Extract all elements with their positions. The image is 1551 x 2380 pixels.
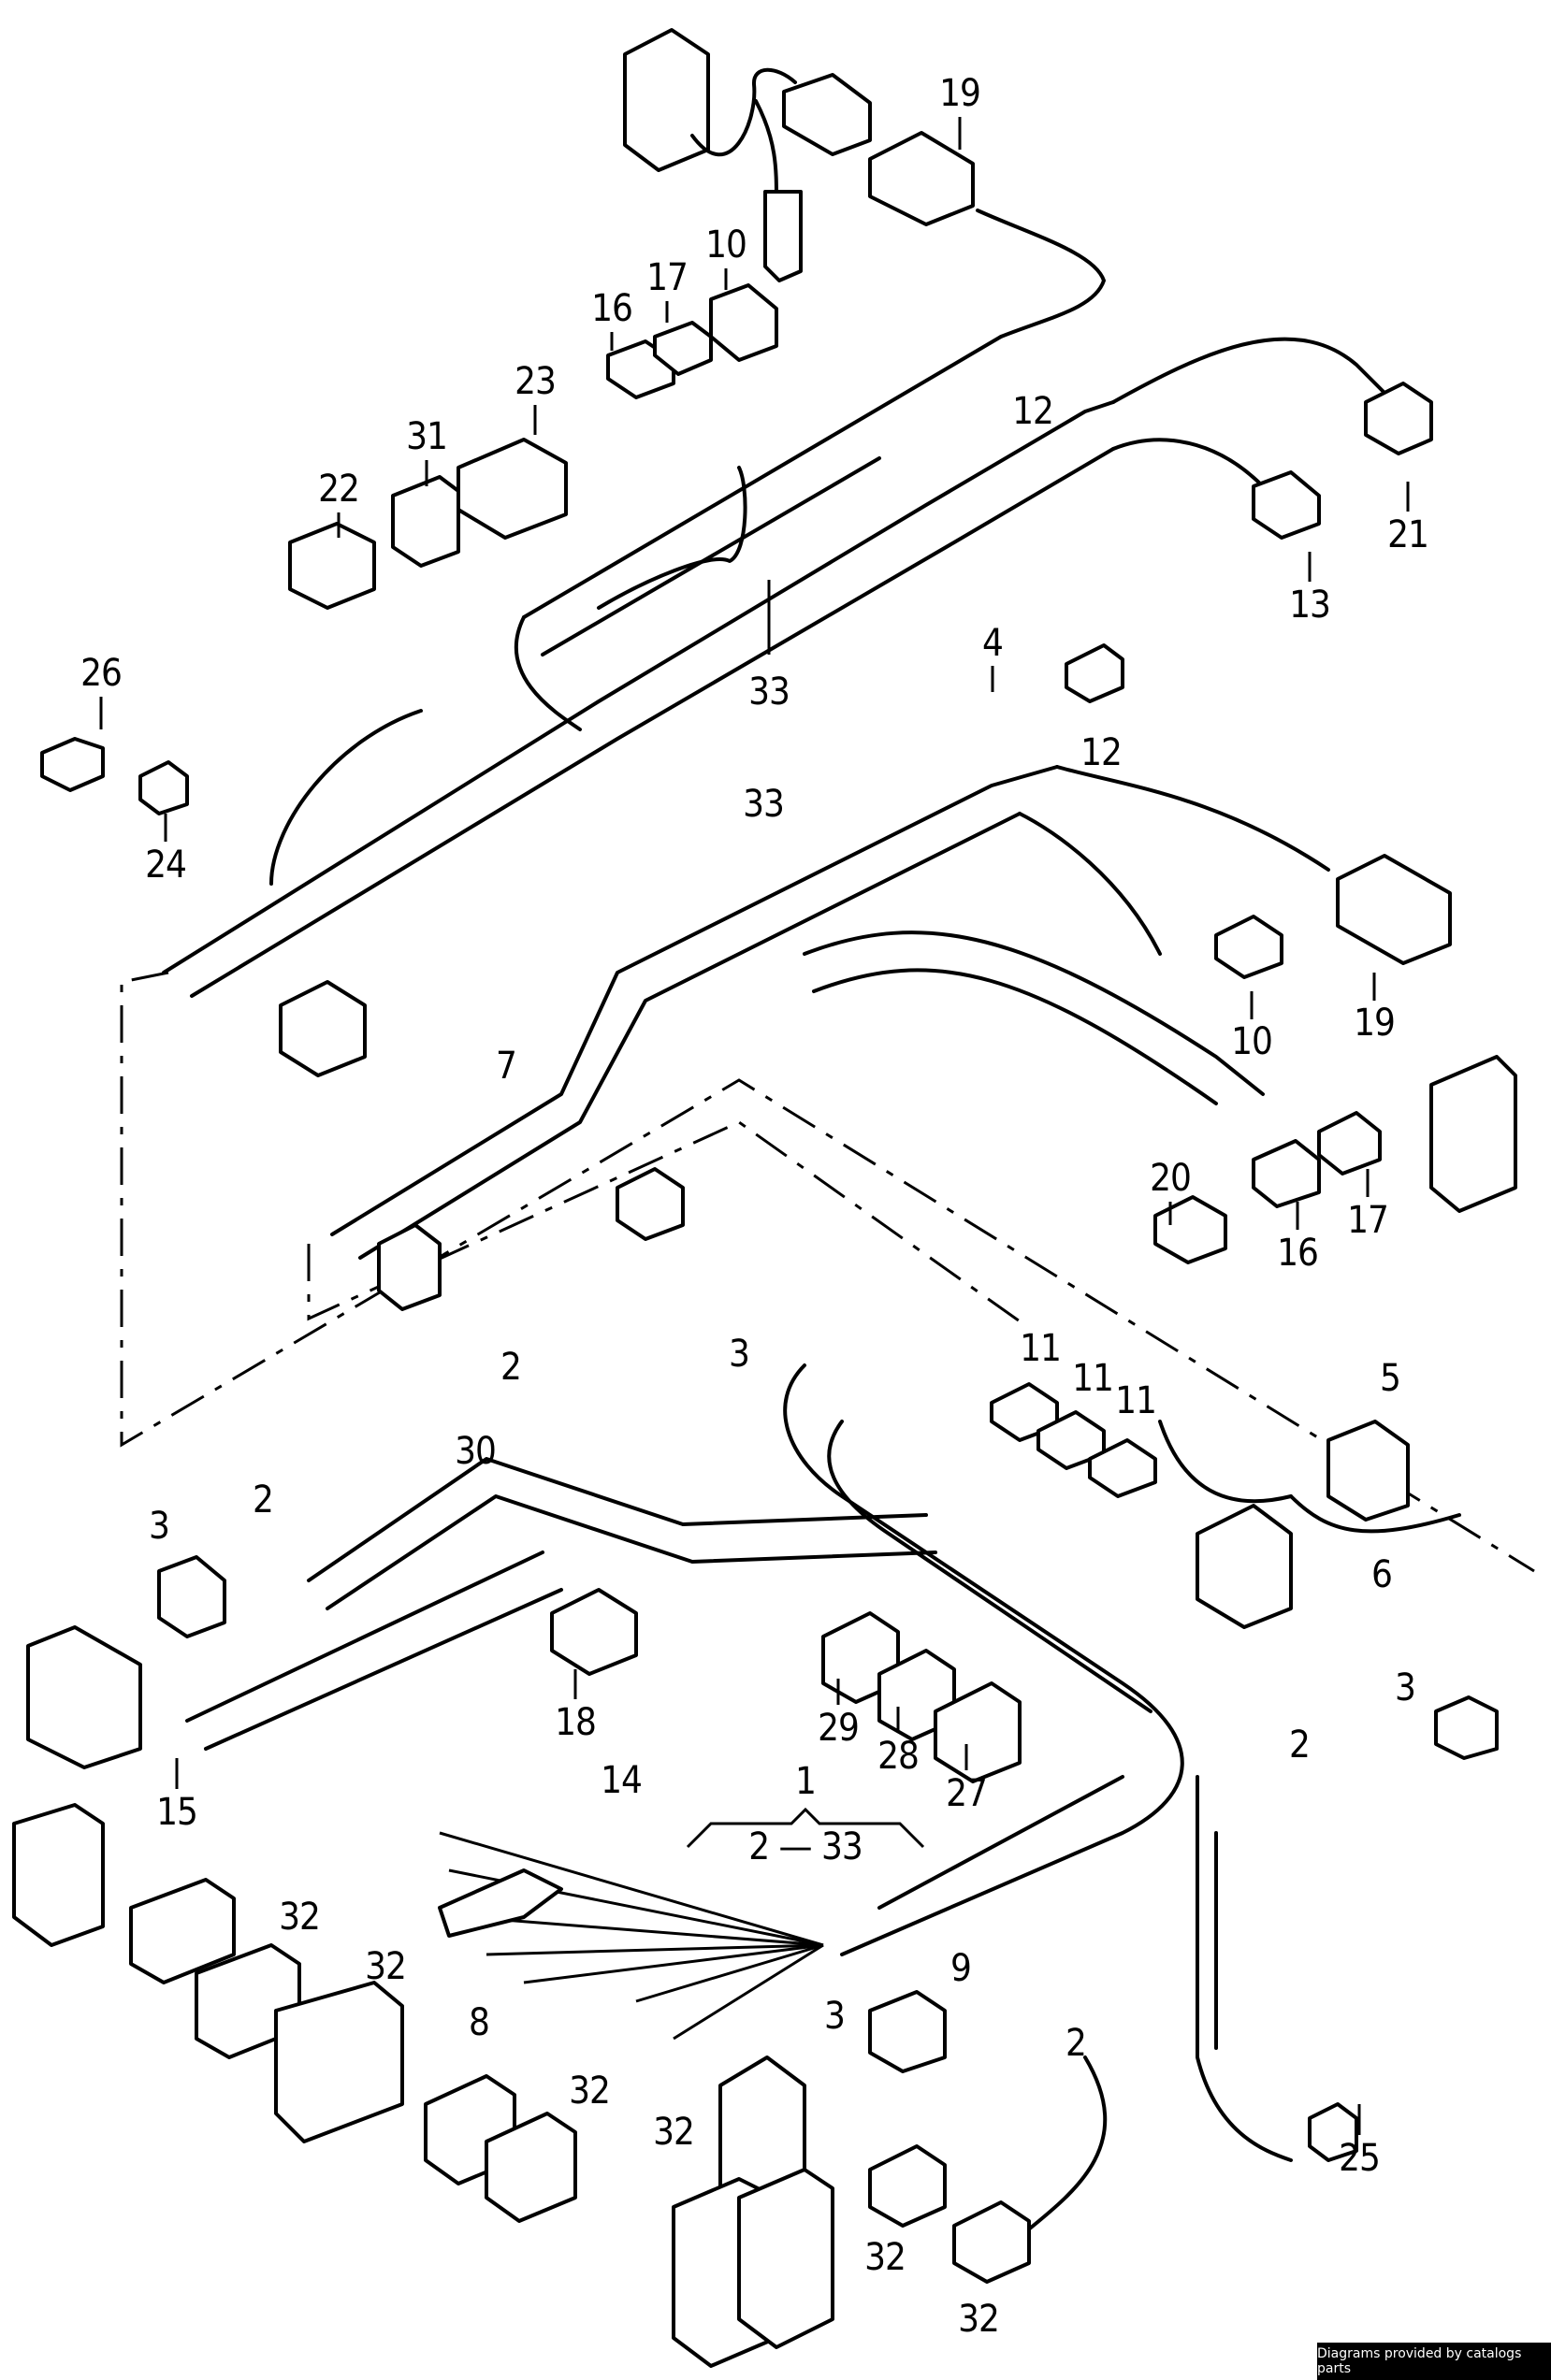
credit-banner: Diagrams provided by catalogs parts <box>1317 2343 1551 2380</box>
middle-harness <box>330 765 1330 1260</box>
callout-label-30: 30 <box>455 1430 497 1473</box>
callout-label-12b: 12 <box>1080 731 1123 774</box>
callout-label-16b: 16 <box>1277 1232 1319 1275</box>
callout-label-32e: 32 <box>864 2236 906 2279</box>
callout-label-11c: 11 <box>1115 1379 1157 1422</box>
callout-label-9: 9 <box>950 1947 972 1990</box>
callout-label-27: 27 <box>946 1772 988 1815</box>
callout-label-18: 18 <box>555 1701 597 1744</box>
callout-label-32c: 32 <box>569 2070 611 2113</box>
callout-label-25: 25 <box>1339 2137 1381 2180</box>
leader-lines <box>99 117 1410 2135</box>
callout-label-11b: 11 <box>1072 1357 1114 1400</box>
callout-label-31: 31 <box>406 415 448 458</box>
callout-label-10a: 10 <box>705 224 747 267</box>
group-bracket <box>686 1807 925 1849</box>
callout-label-17a: 17 <box>646 256 689 299</box>
callout-label-32a: 32 <box>279 1896 321 1939</box>
callout-label-3c: 3 <box>1395 1666 1416 1709</box>
top-relay-assembly <box>623 28 872 282</box>
callout-label-3a: 3 <box>729 1333 750 1376</box>
callout-label-11a: 11 <box>1020 1327 1062 1370</box>
connector-19-top <box>868 131 1106 339</box>
callout-label-32b: 32 <box>365 1945 407 1988</box>
callout-label-22: 22 <box>318 468 360 511</box>
callout-label-10b: 10 <box>1231 1020 1273 1063</box>
callout-label-7: 7 <box>496 1045 517 1088</box>
callout-label-26: 26 <box>80 652 123 695</box>
callout-label-24: 24 <box>145 844 187 887</box>
callout-label-17b: 17 <box>1347 1199 1389 1242</box>
callout-label-28: 28 <box>877 1735 920 1778</box>
callout-label-33a: 33 <box>748 671 790 714</box>
callout-label-29: 29 <box>818 1707 860 1750</box>
callout-label-2b: 2 <box>253 1478 274 1522</box>
callout-label-15: 15 <box>156 1791 198 1834</box>
callout-label-23: 23 <box>515 360 557 403</box>
outline-dashdot <box>120 971 1535 1573</box>
lower-harness <box>185 1363 1461 2246</box>
callout-label-21: 21 <box>1387 513 1429 556</box>
callout-label-19a: 19 <box>939 72 981 115</box>
callout-label-3b: 3 <box>149 1505 170 1548</box>
callout-label-8: 8 <box>469 2001 490 2044</box>
callout-label-16a: 16 <box>591 287 633 330</box>
callout-label-2c: 2 <box>1289 1724 1311 1767</box>
callout-label-6: 6 <box>1371 1553 1393 1596</box>
callout-label-12a: 12 <box>1012 390 1054 433</box>
callout-label-2-33: 2 — 33 <box>748 1825 863 1868</box>
callout-label-1: 1 <box>795 1760 817 1803</box>
callout-label-4: 4 <box>982 622 1004 665</box>
components <box>12 283 1517 2368</box>
callout-label-3d: 3 <box>824 1995 846 2038</box>
callout-label-33b: 33 <box>743 783 785 826</box>
callout-label-2d: 2 <box>1065 2022 1087 2065</box>
callout-label-20: 20 <box>1150 1157 1192 1200</box>
upper-harness <box>162 335 1405 998</box>
callout-label-32f: 32 <box>958 2298 1000 2341</box>
callout-label-5: 5 <box>1380 1357 1401 1400</box>
callout-label-32d: 32 <box>653 2111 695 2154</box>
callout-label-19b: 19 <box>1354 1002 1396 1045</box>
callout-label-2a: 2 <box>500 1346 522 1389</box>
callout-label-13: 13 <box>1289 584 1331 627</box>
callout-label-14: 14 <box>601 1759 643 1802</box>
